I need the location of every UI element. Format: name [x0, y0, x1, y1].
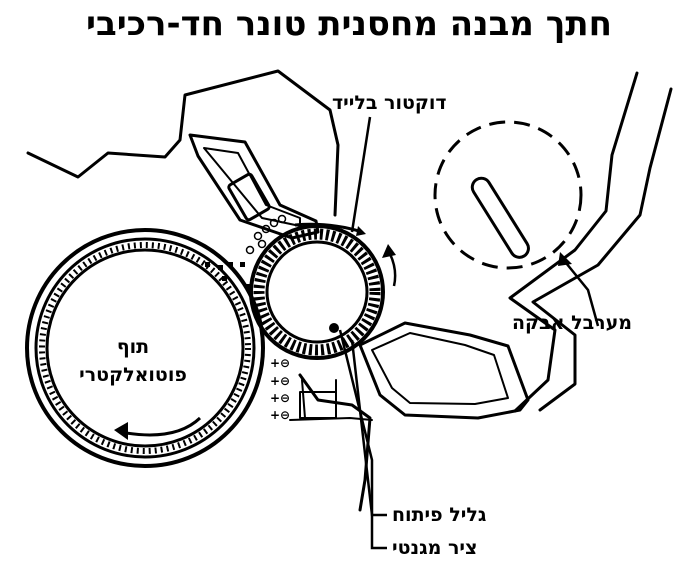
roller-arrow-head: [382, 244, 396, 258]
agitator-arrow-head: [558, 252, 572, 266]
photo-drum-tick-ring: [39, 242, 251, 454]
label-agitator: מערבל אבקה: [512, 312, 633, 334]
bottom-frame-2: [289, 417, 373, 421]
label-magnetic-core: ציר מגנטי: [392, 537, 478, 559]
doctor-blade-tip: [356, 226, 366, 236]
small-part: [227, 172, 271, 222]
charge-symbol: +⊖: [270, 391, 290, 405]
label-photo-drum: תוף פוטואלקטרי: [58, 333, 208, 389]
leader-doctor-blade: [350, 116, 372, 233]
doctor-blade: [294, 222, 363, 234]
agitator-paddle: [470, 176, 530, 259]
photo-drum-outer: [25, 228, 265, 468]
hopper-bracket: [188, 133, 320, 240]
label-developer-roller: גליל פיתוח: [392, 504, 487, 526]
lower-blade-inner: [371, 332, 509, 405]
housing-right-outer: [508, 71, 639, 413]
charge-symbols: +⊖ +⊖ +⊖ +⊖: [270, 356, 290, 422]
agitator-dashed-circle: [433, 120, 583, 270]
drum-arrow-head: [114, 422, 128, 440]
drum-rotation-arrow: [119, 416, 202, 437]
toner-particles: [245, 214, 287, 255]
toner-dots: [205, 262, 251, 289]
label-drum-line2: פוטואלקטרי: [79, 364, 187, 386]
leader-agitator: [561, 257, 600, 327]
magnetic-core-marker: [329, 323, 339, 333]
leader-magnetic-core: [338, 329, 387, 550]
diagram-title: חתך מבנה מחסנית טונר חד-רכיבי: [86, 4, 612, 44]
developer-roller-inner: [265, 240, 369, 344]
developer-roller-outer: [249, 224, 385, 360]
housing-right-inner: [531, 87, 673, 412]
developer-roller-teeth: [253, 228, 381, 356]
hopper-bracket-inner: [203, 147, 301, 227]
label-drum-line1: תוף: [116, 336, 150, 358]
label-doctor-blade: דוקטור בלייד: [332, 92, 447, 114]
photo-drum-inner: [45, 248, 245, 448]
charge-symbol: +⊖: [270, 356, 290, 370]
housing-upper-wall: [26, 69, 340, 217]
charge-symbol: +⊖: [270, 374, 290, 388]
lower-blade-assembly: [358, 321, 530, 420]
photo-drum-ring: [34, 237, 256, 459]
charge-symbol: +⊖: [270, 408, 290, 422]
